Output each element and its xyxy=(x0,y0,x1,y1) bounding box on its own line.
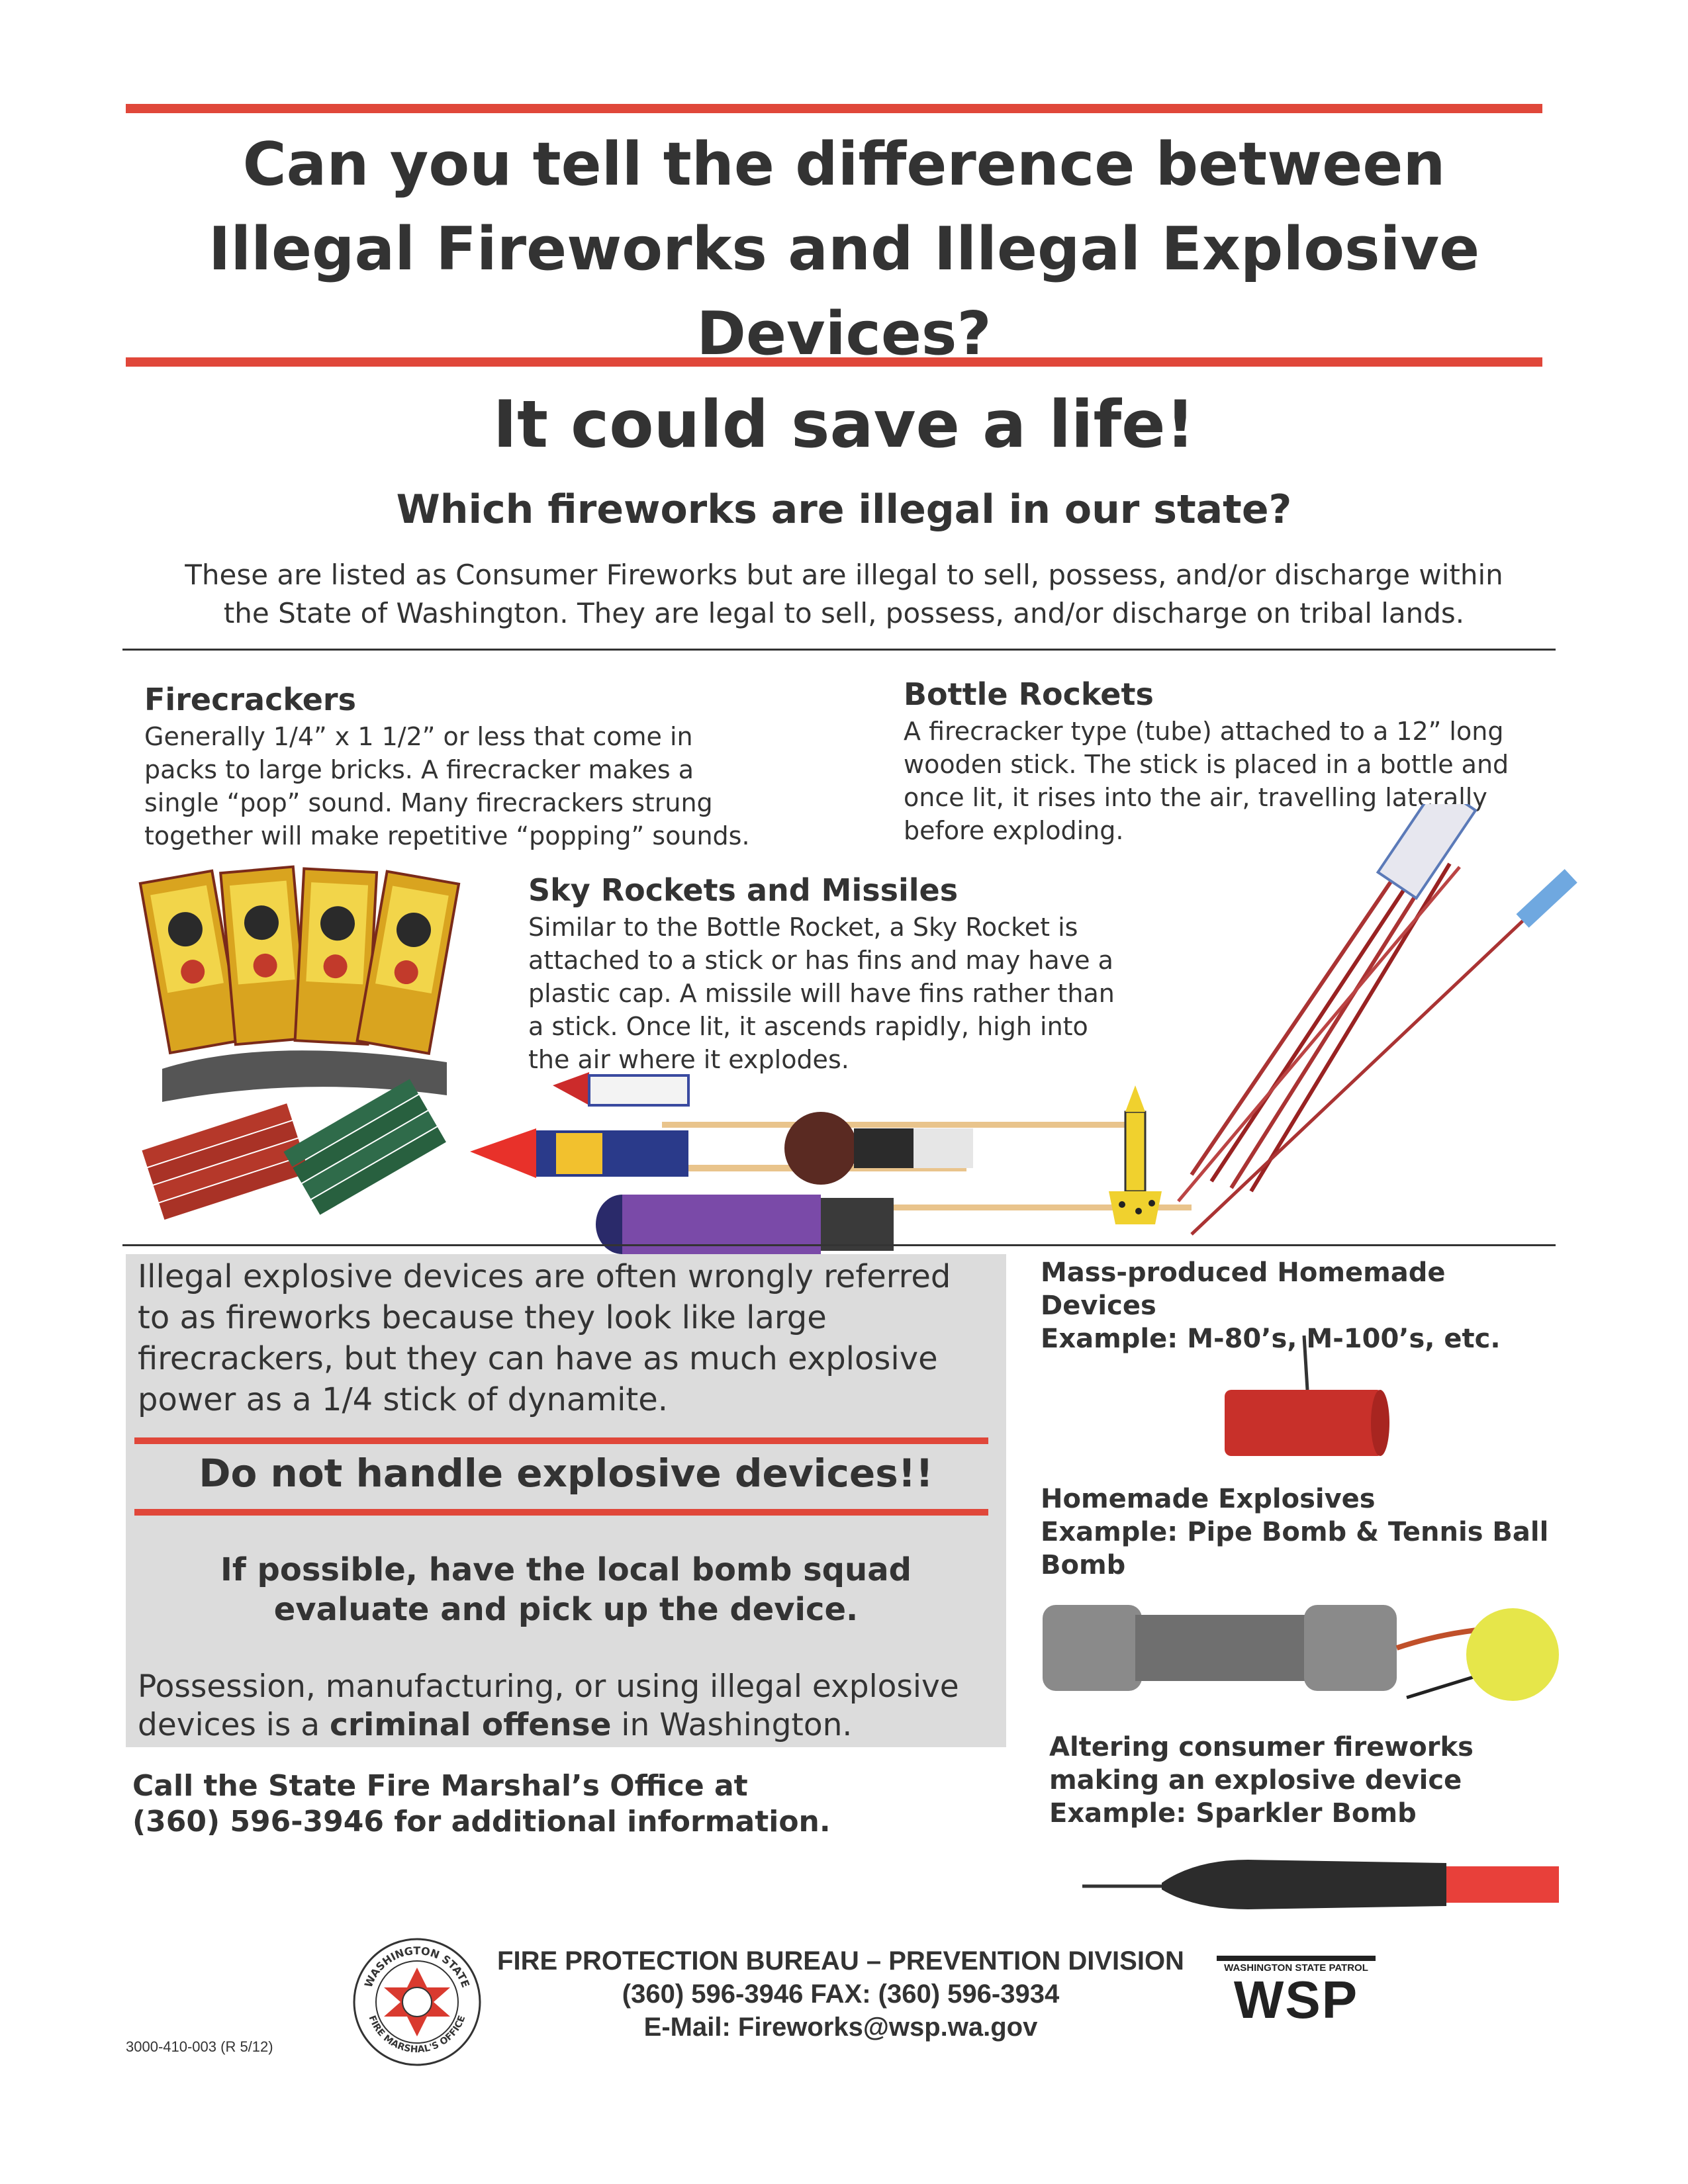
warning-headline: Do not handle explosive devices!! xyxy=(199,1451,933,1496)
sky-rockets-image xyxy=(470,1072,1192,1254)
sparkler-bomb-image xyxy=(1082,1860,1559,1909)
warning-bottom-red-rule xyxy=(134,1509,988,1516)
footer-email: E-Mail: Fireworks@wsp.wa.gov xyxy=(643,2013,1038,2042)
altering-line: making an explosive device xyxy=(1049,1765,1462,1796)
homemade-line: Example: Pipe Bomb & Tennis Ball xyxy=(1041,1517,1549,1547)
sky-rockets-line: attached to a stick or has fins and may … xyxy=(528,946,1113,975)
firecrackers-line: single “pop” sound. Many firecrackers st… xyxy=(144,788,713,817)
page-title: Can you tell the difference between Ille… xyxy=(132,122,1556,377)
warning-box xyxy=(126,1254,1006,1747)
altering-line: Altering consumer fireworks xyxy=(1049,1732,1474,1762)
sky-rockets-line: Similar to the Bottle Rocket, a Sky Rock… xyxy=(528,913,1078,942)
section-divider-middle xyxy=(122,1244,1556,1246)
warning-intro-line: Illegal explosive devices are often wron… xyxy=(138,1258,951,1295)
form-number: 3000-410-003 (R 5/12) xyxy=(126,2038,273,2055)
wsp-banner-text: WASHINGTON STATE PATROL xyxy=(1224,1962,1368,1974)
warning-offense: Possession, manufacturing, or using ille… xyxy=(138,1668,1005,1745)
mass-produced-caption: Mass-produced Homemade Devices Example: … xyxy=(1041,1256,1570,1355)
offense-suffix: in Washington. xyxy=(611,1707,853,1743)
bottle-rockets-line: wooden stick. The stick is placed in a b… xyxy=(904,750,1509,779)
homemade-line: Bomb xyxy=(1041,1550,1126,1580)
warning-advice-line: If possible, have the local bomb squad xyxy=(220,1551,912,1588)
bottle-rockets-line: once lit, it rises into the air, travell… xyxy=(904,783,1487,812)
homemade-line: Homemade Explosives xyxy=(1041,1484,1376,1514)
homemade-caption: Homemade Explosives Example: Pipe Bomb &… xyxy=(1041,1482,1570,1582)
wsp-letters: WSP xyxy=(1233,1970,1359,2029)
call-line: Call the State Fire Marshal’s Office at xyxy=(132,1769,748,1803)
bottle-rockets-line: A firecracker type (tube) attached to a … xyxy=(904,717,1504,746)
bottle-rockets-section: Bottle Rockets A firecracker type (tube)… xyxy=(904,676,1566,847)
intro-line-1: These are listed as Consumer Fireworks b… xyxy=(185,559,1503,591)
warning-top-red-rule xyxy=(134,1437,988,1444)
warning-intro-line: firecrackers, but they can have as much … xyxy=(138,1340,938,1377)
call-line: (360) 596-3946 for additional informatio… xyxy=(132,1805,831,1839)
intro-line-2: the State of Washington. They are legal … xyxy=(223,597,1465,629)
title-line-3: Devices? xyxy=(696,299,992,369)
fire-marshal-seal-icon: WASHINGTON STATE FIRE MARSHAL'S OFFICE xyxy=(353,1938,481,2066)
warning-advice: If possible, have the local bomb squad e… xyxy=(126,1550,1006,1629)
firecracker-packs-image xyxy=(138,865,461,1220)
sky-rockets-description: Similar to the Bottle Rocket, a Sky Rock… xyxy=(528,911,1190,1076)
warning-offense-line: devices is a criminal offense in Washing… xyxy=(138,1706,1005,1745)
footer-division: FIRE PROTECTION BUREAU – PREVENTION DIVI… xyxy=(497,1946,1184,1976)
firecrackers-description: Generally 1/4” x 1 1/2” or less that com… xyxy=(144,720,839,852)
firecrackers-line: together will make repetitive “popping” … xyxy=(144,821,750,850)
bottle-rockets-description: A firecracker type (tube) attached to a … xyxy=(904,715,1566,847)
offense-bold: criminal offense xyxy=(330,1707,612,1743)
subheading: Which fireworks are illegal in our state… xyxy=(396,486,1292,533)
top-red-rule xyxy=(126,104,1542,113)
sky-rockets-line: plastic cap. A missile will have fins ra… xyxy=(528,979,1115,1008)
altering-caption: Altering consumer fireworks making an ex… xyxy=(1049,1731,1579,1830)
firecrackers-line: Generally 1/4” x 1 1/2” or less that com… xyxy=(144,722,693,751)
offense-prefix: devices is a xyxy=(138,1707,330,1743)
bottle-rockets-title: Bottle Rockets xyxy=(904,676,1154,712)
section-divider-top xyxy=(122,649,1556,651)
sky-rockets-title: Sky Rockets and Missiles xyxy=(528,872,959,908)
footer-phone: (360) 596-3946 FAX: (360) 596-3934 xyxy=(622,1979,1060,2009)
firecrackers-section: Firecrackers Generally 1/4” x 1 1/2” or … xyxy=(144,682,839,852)
title-line-2: Illegal Fireworks and Illegal Explosive xyxy=(208,214,1480,284)
firecrackers-title: Firecrackers xyxy=(144,682,356,717)
sky-rockets-section: Sky Rockets and Missiles Similar to the … xyxy=(528,872,1190,1076)
mass-produced-line: Example: M-80’s, M-100’s, etc. xyxy=(1041,1324,1501,1354)
bottle-rockets-image xyxy=(1177,804,1577,1236)
warning-offense-line: Possession, manufacturing, or using ille… xyxy=(138,1668,959,1705)
call-fire-marshal: Call the State Fire Marshal’s Office at … xyxy=(132,1768,993,1840)
wsp-logo: WASHINGTON STATE PATROL WSP xyxy=(1217,1956,1376,2035)
bottom-red-rule xyxy=(126,357,1542,367)
intro-text: These are listed as Consumer Fireworks b… xyxy=(132,556,1556,633)
firecrackers-line: packs to large bricks. A firecracker mak… xyxy=(144,755,694,784)
warning-intro-line: to as fireworks because they look like l… xyxy=(138,1299,827,1336)
footer-contact: FIRE PROTECTION BUREAU – PREVENTION DIVI… xyxy=(490,1944,1192,2044)
pipe-bomb-image xyxy=(1043,1605,1559,1701)
tagline: It could save a life! xyxy=(492,387,1196,463)
m80-device-image xyxy=(1225,1335,1389,1456)
mass-produced-line: Mass-produced Homemade Devices xyxy=(1041,1257,1446,1321)
bottle-rockets-line: before exploding. xyxy=(904,816,1124,845)
warning-intro: Illegal explosive devices are often wron… xyxy=(138,1256,998,1420)
sky-rockets-line: the air where it explodes. xyxy=(528,1045,849,1074)
title-line-1: Can you tell the difference between xyxy=(242,130,1446,199)
warning-advice-line: evaluate and pick up the device. xyxy=(273,1591,859,1628)
sky-rockets-line: a stick. Once lit, it ascends rapidly, h… xyxy=(528,1012,1088,1041)
warning-intro-line: power as a 1/4 stick of dynamite. xyxy=(138,1381,669,1418)
altering-line: Example: Sparkler Bomb xyxy=(1049,1798,1417,1829)
